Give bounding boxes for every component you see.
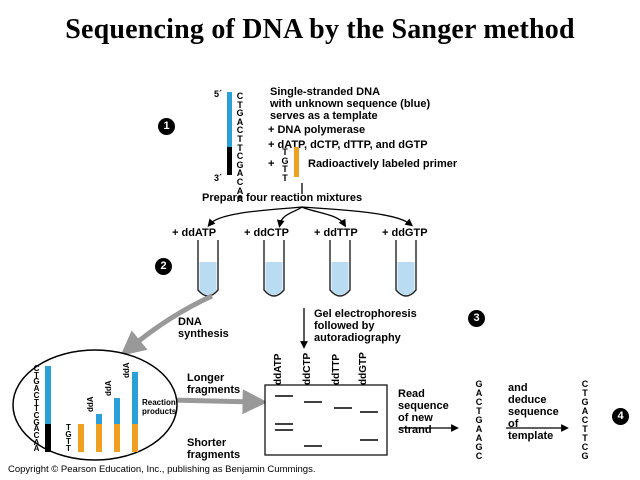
plus-polymerase: + DNA polymerase: [268, 124, 366, 136]
plus-primer: +: [268, 158, 275, 170]
deduce-line2: deduce: [508, 394, 547, 406]
step3-line3: autoradiography: [314, 332, 401, 344]
template-sequence: CTGACTTCGACAA: [236, 91, 244, 205]
step1-line1: Single-stranded DNA: [270, 86, 381, 98]
deduce-line3: sequence: [508, 406, 559, 418]
new-strand-sequence: GACTGAAGC: [475, 379, 483, 461]
inset-primer-sequence: TGTT: [65, 423, 72, 453]
read-line2: sequence: [398, 400, 449, 412]
branch-arrows: [207, 183, 414, 228]
step1-line3: serves as a template: [270, 110, 378, 122]
inset-dd-label-1: ddA: [86, 396, 95, 412]
inset-template-sequence: CTGACTTCGACAA: [33, 364, 40, 454]
page-title: Sequencing of DNA by the Sanger method: [65, 14, 575, 45]
longer-line1: Longer: [187, 372, 225, 384]
template-strand-black: [227, 147, 232, 175]
products-to-gel-arrow: [169, 389, 268, 415]
read-line4: strand: [398, 424, 432, 436]
step3-line1: Gel electrophoresis: [314, 308, 417, 320]
step-2-badge: 2: [155, 258, 172, 275]
copyright-notice: Copyright © Pearson Education, Inc., pub…: [8, 464, 316, 475]
dna-synthesis-line2: synthesis: [178, 328, 229, 340]
longer-line2: fragments: [187, 384, 241, 396]
inset-dd-label-3: ddA: [122, 362, 131, 378]
test-tubes: [197, 240, 417, 297]
three-prime-label: 3´: [214, 173, 223, 183]
primer-bar: [294, 147, 299, 177]
dna-synthesis-line1: DNA: [178, 316, 202, 328]
deduced-template-sequence: CTGACTTCG: [581, 379, 589, 461]
read-line3: of new: [398, 412, 433, 424]
step3-line2: followed by: [314, 320, 375, 332]
step1-line2: with unknown sequence (blue): [270, 98, 431, 110]
step-1-badge: 1: [158, 118, 175, 135]
reaction-label-ddctp: + ddCTP: [244, 227, 289, 239]
shorter-line1: Shorter: [187, 437, 227, 449]
deduce-line4: of: [508, 418, 519, 430]
reaction-label-ddttp: + ddTTP: [314, 227, 358, 239]
template-strand-blue: [227, 92, 232, 147]
gel-bands: [275, 395, 378, 447]
primer-sequence: TGTT: [281, 147, 289, 183]
shorter-line2: fragments: [187, 449, 241, 461]
gel-lane-ddctp: ddCTP: [302, 352, 313, 385]
reaction-label-ddgtp: + ddGTP: [382, 227, 428, 239]
inset-strands: [45, 366, 138, 452]
gel-lane-ddttp: ddTTP: [331, 353, 342, 385]
mixtures-label: Prepare four reaction mixtures: [202, 192, 363, 204]
deduce-line1: and: [508, 382, 528, 394]
reaction-label-ddatp: + ddATP: [172, 227, 217, 239]
gel-lane-ddgtp: ddGTP: [358, 352, 369, 385]
step-3-badge: 3: [468, 310, 485, 327]
plus-dntps: + dATP, dCTP, dTTP, and dGTP: [268, 139, 428, 151]
gel-lane-ddatp: ddATP: [273, 353, 284, 385]
inset-dd-label-2: ddA: [104, 380, 113, 396]
step-4-badge: 4: [612, 408, 629, 425]
reaction-products-line2: products: [142, 407, 177, 416]
primer-label: Radioactively labeled primer: [308, 158, 458, 170]
read-line1: Read: [398, 388, 425, 400]
synthesis-arrow: [120, 293, 214, 356]
reaction-products-line1: Reaction: [142, 398, 176, 407]
deduce-line5: template: [508, 430, 554, 442]
five-prime-label: 5´: [214, 89, 223, 99]
